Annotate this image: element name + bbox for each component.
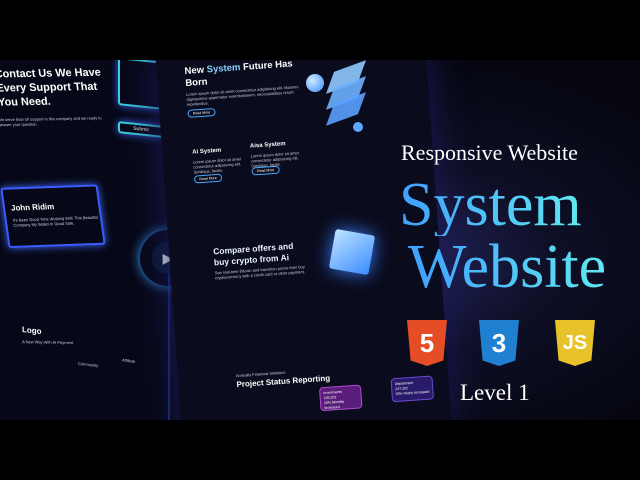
contact-text: We serve than 50 support in this company… — [0, 115, 102, 128]
feature-title-aisa: Aisa System — [249, 141, 286, 150]
stacked-layers-icon — [325, 60, 368, 126]
feature-aisa-read-more-button[interactable]: Read More — [251, 165, 280, 176]
thumbnail-canvas: Contact Us We Have Every Support That Yo… — [0, 60, 640, 420]
feature-ai-read-more-button[interactable]: Read More — [193, 173, 223, 184]
stat-note: 20% Monthly Increased — [323, 399, 345, 411]
testimonial-text: It's Been Good Time Working With This Be… — [12, 214, 99, 228]
stat-card-investments: Investments 105,202 20% Monthly Increase… — [318, 384, 363, 412]
html5-icon: 5 — [407, 320, 447, 366]
feature-title-ai: Ai System — [192, 147, 222, 156]
subtitle: Responsive Website — [401, 140, 578, 165]
stat-note: 30% Yearly Increased — [395, 389, 430, 397]
footer-link-community[interactable]: Community — [78, 360, 99, 368]
testimonial-frame: John Ridim It's Been Good Time Working W… — [0, 184, 106, 249]
contact-heading: Contact Us We Have Every Support That Yo… — [0, 66, 102, 109]
level-label: Level 1 — [460, 380, 530, 405]
footer-logo[interactable]: Logo — [22, 324, 42, 337]
stat-card-department: Department 247,202 30% Yearly Increased — [390, 375, 435, 403]
letterbox-bottom — [0, 420, 640, 480]
feature-text-ai: Lorem ipsum dolor sit amet consectetur a… — [192, 156, 242, 175]
css3-icon: 3 — [479, 320, 519, 366]
hero-read-more-button[interactable]: Read More — [187, 107, 216, 118]
js-icon: JS — [555, 320, 595, 366]
small-sphere-decoration — [353, 122, 363, 132]
testimonial-name: John Ridim — [10, 202, 55, 213]
title-line-2: Website — [408, 233, 607, 301]
hero-title-accent: System — [206, 62, 241, 76]
submit-button[interactable]: Submit — [118, 121, 164, 138]
hero-title-pre: New — [184, 64, 208, 77]
sphere-decoration — [306, 74, 324, 92]
footer-tagline: A New Way With AI Payment — [21, 339, 74, 346]
footer-link-affiliate[interactable]: Affiliate — [122, 357, 136, 364]
cube-decoration — [328, 228, 376, 276]
title-line-1: System — [399, 171, 582, 239]
letterbox-top — [0, 0, 640, 60]
